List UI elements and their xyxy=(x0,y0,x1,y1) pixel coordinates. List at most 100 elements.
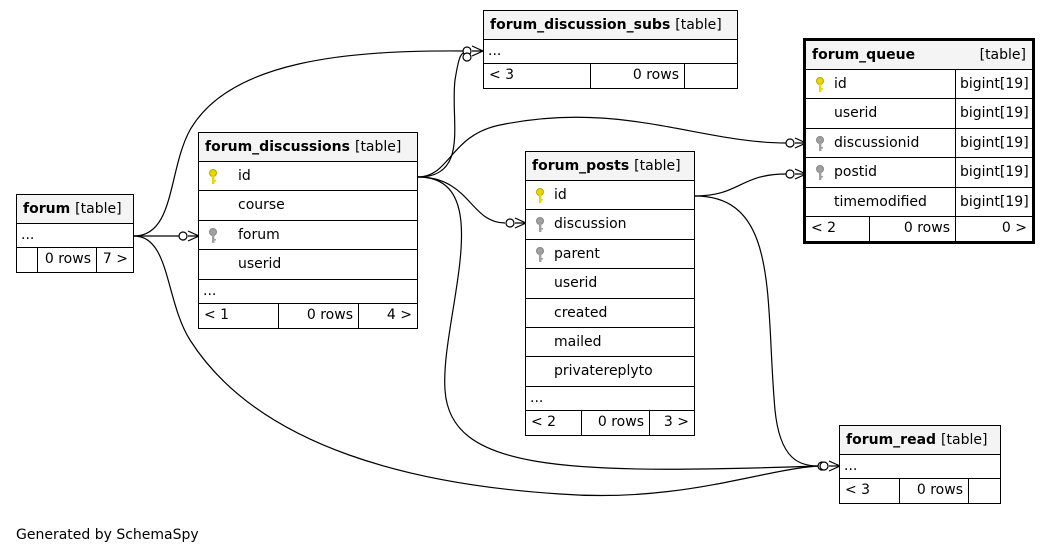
parents-count[interactable]: < 1 xyxy=(199,303,279,328)
zero-many-marker xyxy=(819,461,829,471)
column-name: postid xyxy=(834,164,878,181)
column-name: id xyxy=(238,168,251,184)
zero-many-marker xyxy=(178,231,188,241)
column-row[interactable]: id xyxy=(199,162,417,192)
foreign-key-icon xyxy=(816,135,824,151)
crowfoot xyxy=(471,45,485,57)
foreign-key-icon xyxy=(209,227,217,243)
zero-many-marker xyxy=(462,52,472,62)
column-row[interactable]: id bigint[19] xyxy=(806,70,1032,100)
table-kind: [table] xyxy=(675,17,722,33)
primary-key-icon xyxy=(536,188,544,203)
column-name: parent xyxy=(554,245,600,262)
edge-posts-to-queue xyxy=(694,173,787,197)
column-name: forum xyxy=(238,226,280,243)
parents-count[interactable]: < 3 xyxy=(840,479,900,503)
primary-key-icon xyxy=(209,169,217,184)
column-name: userid xyxy=(238,256,282,273)
column-row[interactable]: id xyxy=(526,181,694,211)
column-type: bigint[19] xyxy=(955,128,1029,158)
column-type: bigint[19] xyxy=(955,158,1029,187)
more-columns: ... xyxy=(17,224,133,248)
edge-posts-to-read xyxy=(694,195,819,467)
children-count[interactable]: 4 > xyxy=(386,306,412,323)
table-kind: [table] xyxy=(75,201,122,217)
table-forum-read[interactable]: forum_read[table] ... < 3 0 rows xyxy=(839,425,1001,504)
column-row[interactable]: course xyxy=(199,191,417,221)
column-row[interactable]: userid xyxy=(199,250,417,280)
row-count: 0 rows xyxy=(279,303,359,328)
children-count[interactable]: 3 > xyxy=(663,413,689,430)
column-row[interactable]: mailed xyxy=(526,328,694,358)
column-name: mailed xyxy=(554,333,602,350)
column-name: course xyxy=(238,197,285,214)
table-footer: < 2 0 rows 3 > xyxy=(526,410,694,435)
table-name: forum_queue xyxy=(812,47,916,63)
more-columns: ... xyxy=(526,387,694,411)
table-footer: < 3 0 rows xyxy=(840,479,1000,503)
table-name: forum xyxy=(23,201,71,217)
children-count[interactable] xyxy=(969,479,1000,503)
column-row[interactable]: created xyxy=(526,299,694,328)
children-count[interactable]: 7 > xyxy=(102,251,128,267)
column-type: bigint[19] xyxy=(955,187,1029,216)
column-row[interactable]: userid bigint[19] xyxy=(806,99,1032,129)
zero-many-marker xyxy=(785,138,795,148)
column-name: discussion xyxy=(554,216,627,233)
table-header: forum[table] xyxy=(17,195,133,224)
column-row[interactable]: discussionid bigint[19] xyxy=(806,128,1032,159)
primary-key-icon xyxy=(816,77,824,92)
generator-credit: Generated by SchemaSpy xyxy=(16,527,199,543)
zero-many-marker xyxy=(785,169,795,179)
parents-count[interactable] xyxy=(17,248,38,272)
parents-count[interactable]: < 2 xyxy=(806,216,870,241)
table-kind: [table] xyxy=(354,139,402,155)
table-footer: 0 rows 7 > xyxy=(17,248,133,272)
edge-discussions-to-subs xyxy=(417,52,465,178)
table-forum-queue[interactable]: forum_queue[table] id bigint[19] userid … xyxy=(803,38,1035,244)
table-header: forum_discussion_subs[table] xyxy=(484,11,737,40)
table-forum-posts[interactable]: forum_posts[table] id discussion parent … xyxy=(525,151,695,436)
edge-discussions-to-queue xyxy=(417,116,787,178)
parents-count[interactable]: < 2 xyxy=(526,410,582,435)
column-name: privatereplyto xyxy=(554,363,653,380)
column-type: bigint[19] xyxy=(955,99,1029,128)
table-footer: < 2 0 rows 0 > xyxy=(806,216,1032,241)
column-row[interactable]: timemodified bigint[19] xyxy=(806,187,1032,217)
table-forum-discussions[interactable]: forum_discussions[table] id course forum… xyxy=(198,132,418,329)
column-name: discussionid xyxy=(834,134,920,151)
column-name: id xyxy=(834,76,847,92)
column-row[interactable]: userid xyxy=(526,269,694,299)
children-count[interactable]: 0 > xyxy=(1001,219,1027,236)
children-count[interactable] xyxy=(685,64,737,88)
zero-many-marker xyxy=(505,218,515,228)
column-name: created xyxy=(554,304,608,321)
edge-forum-to-discussion-subs xyxy=(133,50,465,237)
column-row[interactable]: privatereplyto xyxy=(526,357,694,387)
column-row[interactable]: discussion xyxy=(526,210,694,240)
table-name: forum_read xyxy=(846,432,937,448)
row-count: 0 rows xyxy=(870,216,956,241)
column-name: timemodified xyxy=(834,193,927,210)
table-name: forum_discussions xyxy=(205,139,350,155)
table-header: forum_queue[table] xyxy=(806,41,1032,70)
parents-count[interactable]: < 3 xyxy=(484,64,591,88)
more-columns: ... xyxy=(840,455,1000,479)
table-name: forum_posts xyxy=(532,158,630,174)
edge-discussions-to-read xyxy=(417,176,819,470)
table-footer: < 3 0 rows xyxy=(484,64,737,88)
row-count: 0 rows xyxy=(582,410,650,435)
more-columns: ... xyxy=(199,280,417,304)
more-columns: ... xyxy=(484,40,737,64)
column-type: bigint[19] xyxy=(955,70,1029,99)
column-row[interactable]: forum xyxy=(199,221,417,251)
table-name: forum_discussion_subs xyxy=(490,17,671,33)
table-forum[interactable]: forum[table] ... 0 rows 7 > xyxy=(16,194,134,273)
table-kind: [table] xyxy=(634,158,681,174)
column-row[interactable]: parent xyxy=(526,240,694,270)
table-forum-discussion-subs[interactable]: forum_discussion_subs[table] ... < 3 0 r… xyxy=(483,10,738,89)
edge-forum-to-read xyxy=(133,235,819,497)
column-row[interactable]: postid bigint[19] xyxy=(806,158,1032,188)
table-header: forum_discussions[table] xyxy=(199,133,417,162)
edge-discussions-to-posts xyxy=(417,176,506,224)
